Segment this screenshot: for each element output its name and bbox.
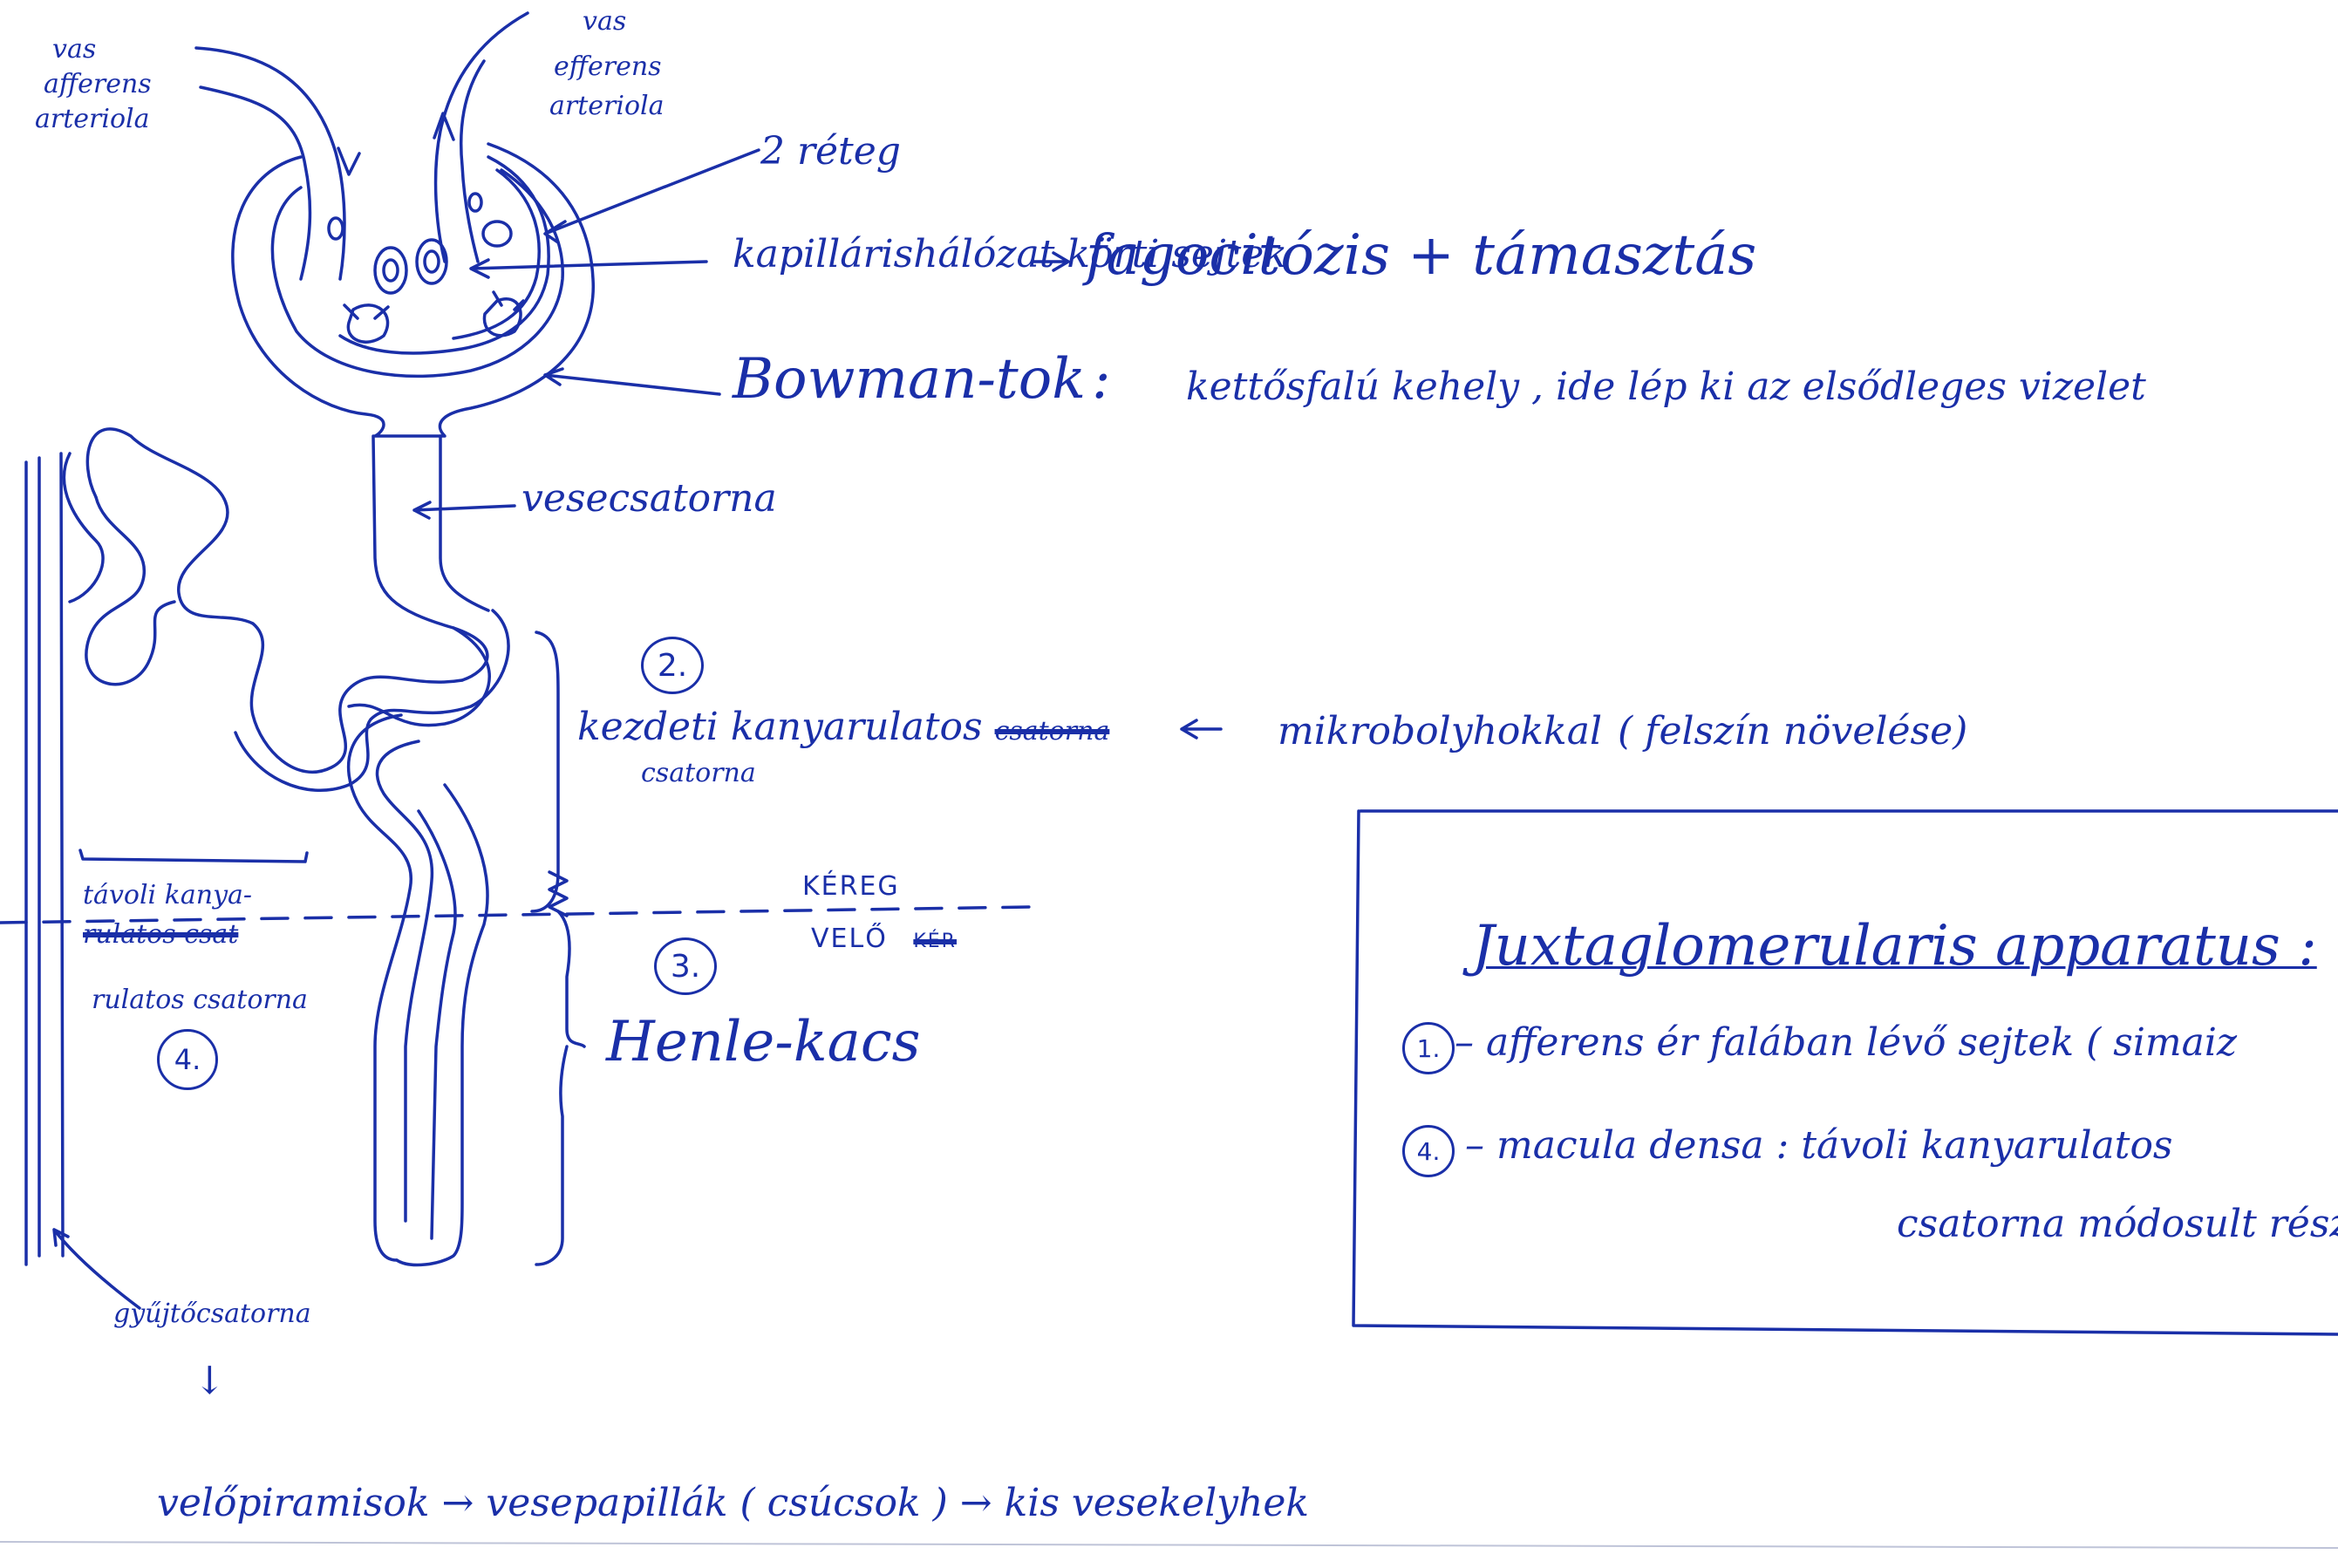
cell (483, 222, 511, 246)
label-efferent-vas: vas (583, 7, 626, 36)
distal-convoluted-tubule-2 (86, 497, 174, 685)
label-afferent-vas: vas (52, 35, 96, 64)
leader-tubule (414, 502, 515, 518)
leader-bowman (545, 369, 719, 394)
proximal-neck-inner (440, 436, 488, 610)
box-title: Juxtaglomerularis apparatus : (1472, 916, 2317, 977)
label-distal-line1: távoli kanya- (83, 881, 252, 910)
number-2-circle: 2. (641, 637, 704, 694)
podocyte (344, 305, 388, 342)
cell (375, 248, 406, 293)
box-item-4-line1: – macula densa : távoli kanyarulatos (1465, 1125, 2173, 1167)
bracket-henle (536, 911, 584, 1265)
box-border (1353, 811, 2338, 1334)
collecting-duct-right (61, 453, 63, 1256)
afferent-arteriole (196, 48, 344, 279)
down-arrow: ↓ (194, 1360, 226, 1402)
efferent-flow-arrow (434, 113, 453, 140)
label-proximal-tubule: kezdeti kanyarulatos csatorna (577, 706, 1109, 748)
label-two-layers: 2 réteg (760, 131, 901, 173)
label-henle-loop: Henle-kacs (606, 1012, 921, 1073)
label-urine-flow: velőpiramisok → vesepapillák ( csúcsok )… (157, 1483, 1309, 1524)
box-number-4-circle: 4. (1402, 1125, 1455, 1177)
collecting-leader (54, 1230, 140, 1308)
cell (469, 194, 481, 211)
efferent-arteriole-wall (461, 61, 484, 262)
cell (329, 218, 343, 239)
label-proximal-tubule-line2: csatorna (641, 759, 756, 787)
box-item-4-line2: csatorna módosult része (1897, 1203, 2338, 1245)
number-4-circle: 4. (157, 1029, 218, 1090)
box-item-1: – afferens ér falában lévő sejtek ( sima… (1455, 1022, 2237, 1064)
bottom-rule (0, 1542, 2338, 1548)
label-collecting-duct: gyűjtőcsatorna (113, 1299, 311, 1328)
label-bowman-capsule: Bowman-tok (733, 349, 1086, 410)
box-number-1-circle: 1. (1402, 1022, 1455, 1074)
distal-convoluted-tubule-3 (64, 453, 103, 602)
proximal-neck (373, 436, 487, 680)
label-tubule: vesecsatorna (521, 478, 777, 520)
label-microvilli-note: ( felszín növelése) (1618, 711, 1967, 753)
bowman-capsule-outer (233, 144, 593, 436)
leader-mesangial (471, 260, 706, 277)
label-afferent-arteriola: arteriola (35, 105, 150, 133)
henle-ascending-inner (419, 811, 455, 1238)
label-afferent-name: afferens (44, 70, 152, 99)
label-distal-struck: rulatos csat (83, 920, 238, 949)
cell (417, 240, 446, 283)
label-distal-line2: rulatos csatorna (92, 985, 308, 1014)
bracket-proximal (532, 632, 558, 911)
label-microvilli: mikrobolyhokkal (1278, 711, 1602, 753)
cell-nucleus (425, 251, 439, 272)
label-efferent-name: efferens (554, 52, 662, 81)
afferent-arteriole-wall (201, 87, 310, 279)
leader-2-layers (545, 150, 759, 242)
label-medulla: VELŐ KÉR (811, 924, 957, 953)
label-mesangial-function: fagocitózis + támasztás (1086, 225, 1756, 286)
afferent-flow-arrow (338, 148, 359, 174)
number-3-circle: 3. (654, 937, 717, 995)
label-efferent-arteriola: arteriola (549, 92, 665, 120)
henle-descending-outer (349, 715, 412, 1260)
distal-bracket (80, 850, 307, 862)
efferent-arteriole (436, 13, 528, 262)
label-colon: : (1092, 349, 1111, 410)
label-bowman-description: kettősfalú kehely , ide lép ki az elsődl… (1186, 366, 2146, 408)
label-cortex: KÉREG (802, 872, 900, 901)
cell-nucleus (384, 260, 398, 281)
leader-arrow-microvilli (1182, 720, 1221, 738)
